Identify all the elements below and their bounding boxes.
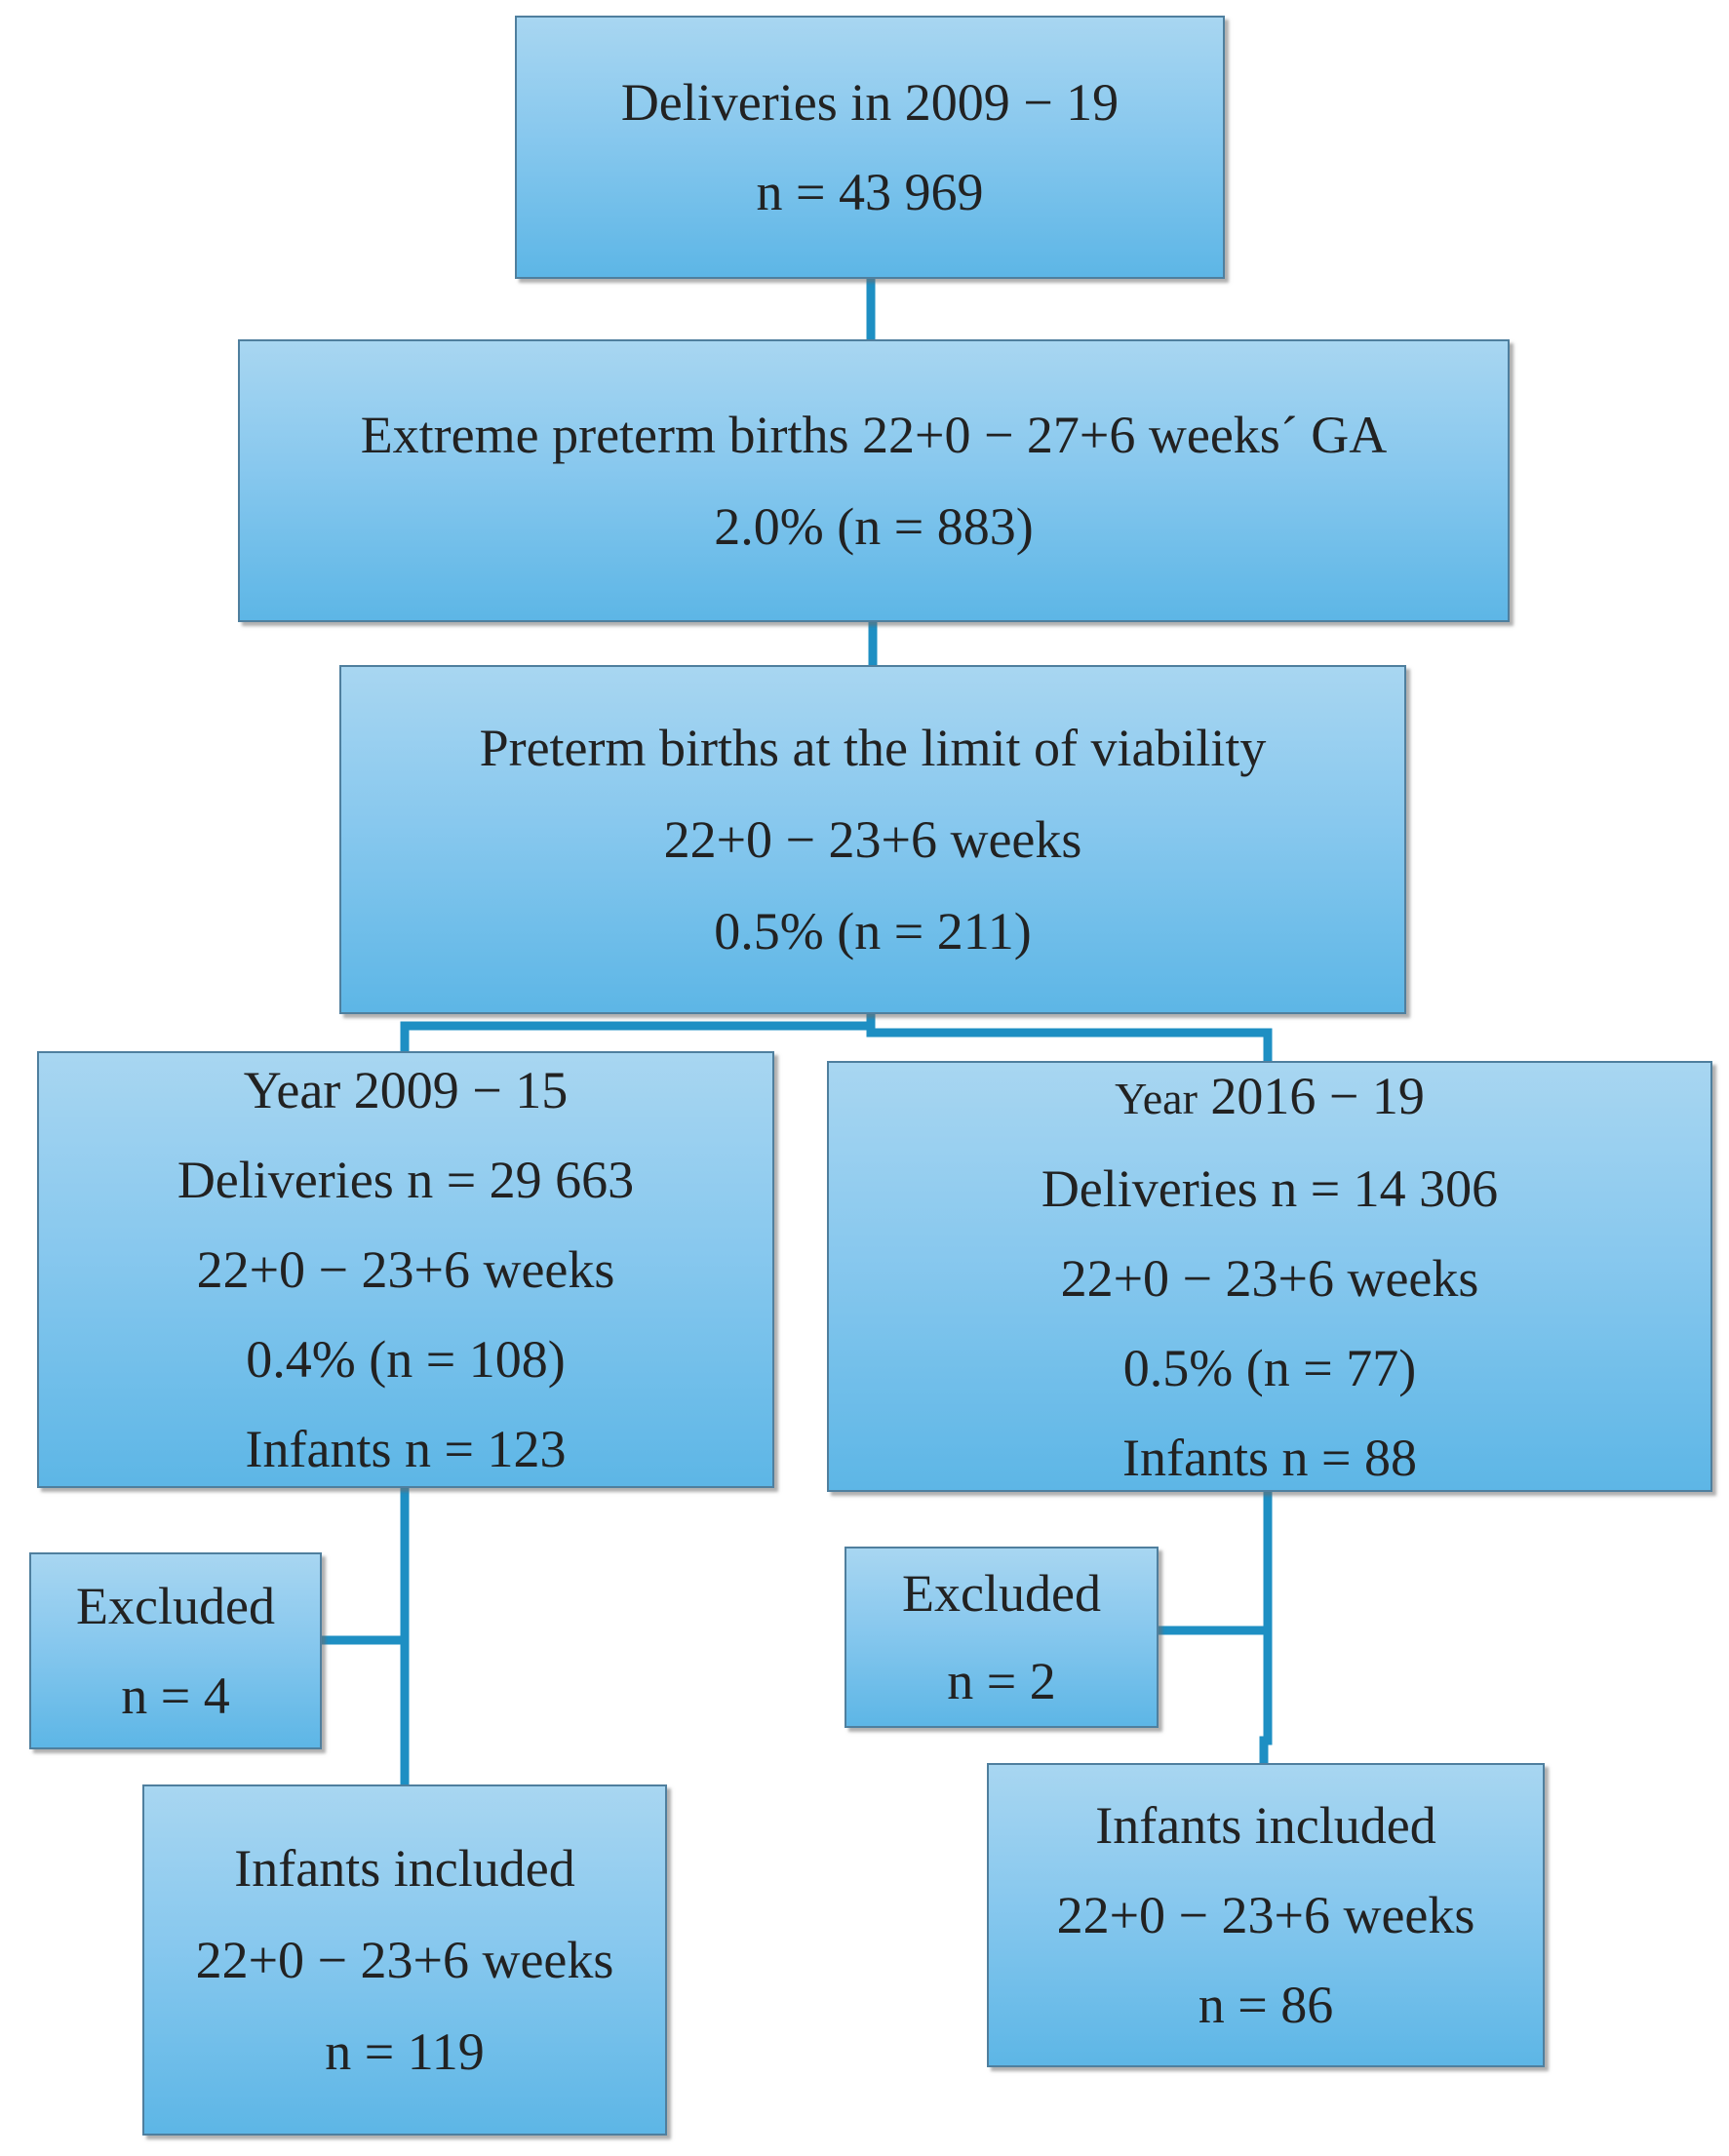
included2-label: Infants included [1095,1796,1436,1855]
connector-viability-to-period2 [866,1009,1273,1063]
excluded-2016-19-box: Excluded n = 2 [845,1547,1159,1728]
deliveries-box: Deliveries in 2009 − 19 n = 43 969 [515,16,1225,279]
excluded1-count: n = 4 [121,1666,230,1725]
period2-rate: 0.5% (n = 77) [1122,1338,1417,1397]
included-2009-15-box: Infants included 22+0 − 23+6 weeks n = 1… [142,1784,667,2136]
excluded2-count: n = 2 [947,1652,1056,1710]
included1-label: Infants included [234,1839,575,1898]
period2-infants: Infants n = 88 [1122,1428,1417,1487]
period-2016-19-box: Year 2016 − 19 Deliveries n = 14 306 22+… [827,1061,1712,1492]
period1-rate: 0.4% (n = 108) [246,1330,566,1389]
limit-viability-box: Preterm births at the limit of viability… [339,665,1406,1014]
period2-weeks: 22+0 − 23+6 weeks [1060,1248,1479,1308]
period2-deliveries: Deliveries n = 14 306 [1041,1158,1499,1218]
included2-count: n = 86 [1198,1976,1334,2034]
excluded2-label: Excluded [902,1564,1101,1623]
included1-weeks: 22+0 − 23+6 weeks [195,1931,614,1989]
included-2016-19-box: Infants included 22+0 − 23+6 weeks n = 8… [987,1763,1545,2067]
deliveries-title: Deliveries in 2009 − 19 [620,73,1120,132]
limit-viability-weeks: 22+0 − 23+6 weeks [663,810,1082,869]
excluded-2009-15-box: Excluded n = 4 [29,1552,322,1749]
period1-weeks: 22+0 − 23+6 weeks [196,1240,615,1299]
limit-viability-title: Preterm births at the limit of viability [479,719,1267,777]
extreme-preterm-box: Extreme preterm births 22+0 − 27+6 weeks… [238,339,1510,622]
period1-infants: Infants n = 123 [245,1420,567,1478]
period2-year-word: Year [1115,1073,1198,1123]
connector-viability-to-period1 [400,1009,876,1054]
period2-year-range: 2016 − 19 [1210,1066,1425,1125]
extreme-preterm-title: Extreme preterm births 22+0 − 27+6 weeks… [360,406,1388,464]
period1-year: Year 2009 − 15 [243,1061,569,1119]
period-2009-15-box: Year 2009 − 15 Deliveries n = 29 663 22+… [37,1051,774,1488]
limit-viability-rate: 0.5% (n = 211) [714,902,1032,960]
excluded1-label: Excluded [76,1577,275,1635]
connector-period2-to-included2 [1259,1487,1273,1765]
included1-count: n = 119 [325,2022,485,2081]
deliveries-count: n = 43 969 [756,163,984,221]
period1-deliveries: Deliveries n = 29 663 [177,1151,635,1209]
extreme-preterm-rate: 2.0% (n = 883) [714,497,1034,556]
included2-weeks: 22+0 − 23+6 weeks [1056,1886,1475,1944]
period2-year: Year 2016 − 19 [1115,1051,1425,1144]
